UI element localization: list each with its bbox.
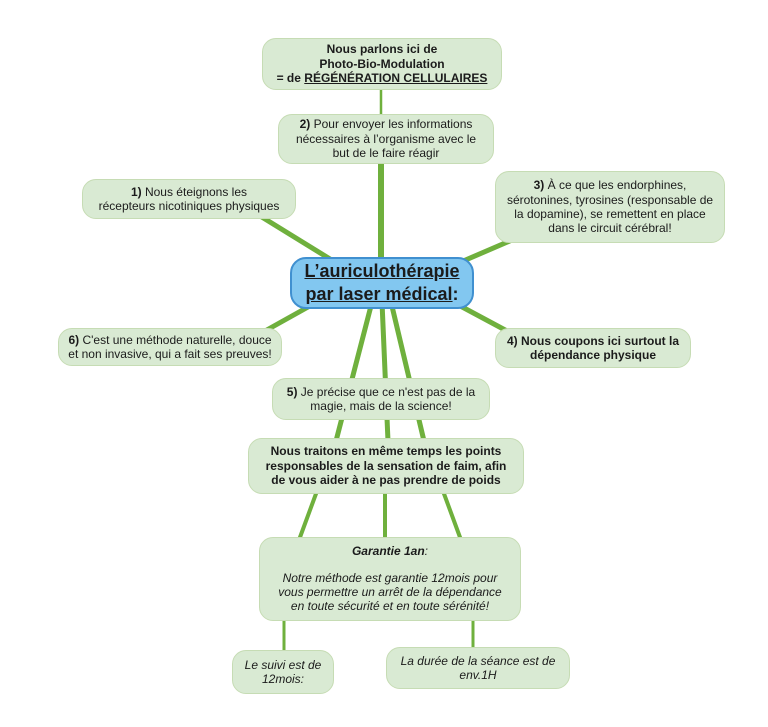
node-text-line: nécessaires à l’organisme avec le xyxy=(295,131,477,146)
mindmap-node-garantie: Garantie 1an: Notre méthode est garantie… xyxy=(259,537,521,621)
step-number: 3) xyxy=(533,178,545,193)
mindmap-node-step3: 3) À ce que les endorphines, sérotonines… xyxy=(495,171,725,243)
mindmap-node-step1: 1) Nous éteignons les récepteurs nicotin… xyxy=(82,179,296,219)
mindmap-node-suivi: Le suivi est de 12mois: xyxy=(232,650,334,694)
node-text-line: 5) Je précise que ce n'est pas de la xyxy=(287,385,475,399)
node-text-line: et non invasive, qui a fait ses preuves! xyxy=(68,347,272,361)
node-text-line: Nous parlons ici de xyxy=(326,42,438,57)
step-number: 1) xyxy=(130,184,142,199)
node-text-line: Photo-Bio-Modulation xyxy=(319,56,445,71)
step-text: C'est une méthode naturelle, douce xyxy=(79,332,272,347)
mindmap-node-step6: 6) C'est une méthode naturelle, douce et… xyxy=(58,328,282,366)
mindmap-node-step2: 2) Pour envoyer les informations nécessa… xyxy=(278,114,494,164)
central-topic: L’auriculothérapie par laser médical: xyxy=(290,257,474,309)
central-topic-line2-text: par laser médical xyxy=(305,284,453,304)
node-text-line: responsables de la sensation de faim, af… xyxy=(265,458,507,473)
mindmap-node-step5: 5) Je précise que ce n'est pas de la mag… xyxy=(272,378,490,420)
step-text: Pour envoyer les informations xyxy=(310,117,473,132)
node-text-line: la dopamine), se remettent en place xyxy=(514,207,706,221)
step-text: À ce que les endorphines, xyxy=(544,178,687,193)
node-text-line: Notre méthode est garantie 12mois pour xyxy=(282,570,498,585)
node-text-line: sérotonines, tyrosines (responsable de xyxy=(506,192,714,207)
central-topic-line1: L’auriculothérapie xyxy=(304,260,460,281)
node-text-line: 12mois: xyxy=(261,672,305,686)
connector-line-central-hunger-mid xyxy=(379,299,391,444)
node-text-line: La durée de la séance est de xyxy=(400,653,556,668)
intro-line3-underlined: RÉGÉNÉRATION CELLULAIRES xyxy=(304,71,488,86)
node-text-line: = de RÉGÉNÉRATION CELLULAIRES xyxy=(277,71,488,85)
central-topic-colon: : xyxy=(452,284,459,304)
node-text-line: de vous aider à ne pas prendre de poids xyxy=(271,473,501,488)
node-text-line: dépendance physique xyxy=(529,348,657,362)
node-text-line: env.1H xyxy=(459,668,497,682)
node-text-line: 6) C'est une méthode naturelle, douce xyxy=(68,333,271,347)
node-text-line: 4) Nous coupons ici surtout la xyxy=(507,334,679,348)
mindmap-node-step4: 4) Nous coupons ici surtout la dépendanc… xyxy=(495,328,691,368)
node-text-line: 2) Pour envoyer les informations xyxy=(300,117,473,131)
mindmap-node-hunger: Nous traitons en même temps les points r… xyxy=(248,438,524,494)
step-number: 4) xyxy=(506,333,518,348)
node-text-line: 1) Nous éteignons les xyxy=(131,185,247,199)
mindmap-node-intro: Nous parlons ici de Photo-Bio-Modulation… xyxy=(262,38,502,90)
step-number: 2) xyxy=(299,117,311,132)
node-text-line: but de le faire réagir xyxy=(332,146,440,161)
step-text: Je précise que ce n'est pas de la xyxy=(297,384,476,399)
garantie-title-text: Garantie 1an xyxy=(351,544,425,559)
node-text-line: Le suivi est de xyxy=(244,657,322,672)
step-number: 6) xyxy=(68,332,80,347)
garantie-title-colon: : xyxy=(424,544,429,559)
step-text: Nous éteignons les xyxy=(141,184,248,199)
garantie-title: Garantie 1an: xyxy=(352,544,428,558)
node-text-line: Nous traitons en même temps les points xyxy=(270,444,502,459)
node-text-line: magie, mais de la science! xyxy=(310,399,452,413)
connector-line-central-hunger-right xyxy=(388,299,427,444)
step-number: 5) xyxy=(286,384,298,399)
node-text-line: en toute sécurité et en toute sérénité! xyxy=(290,599,490,614)
node-text-line: récepteurs nicotiniques physiques xyxy=(98,199,280,213)
connector-line-central-hunger-left xyxy=(333,299,375,444)
node-text-line: 3) À ce que les endorphines, xyxy=(534,178,687,192)
intro-line3-prefix: = de xyxy=(276,71,305,86)
connector-line-hunger-garantie-right xyxy=(441,489,463,542)
central-topic-line2: par laser médical: xyxy=(305,283,458,306)
connector-line-hunger-garantie-left xyxy=(297,489,319,542)
node-text-line: vous permettre un arrêt de la dépendance xyxy=(278,585,502,599)
node-text-line: dans le circuit cérébral! xyxy=(548,221,672,236)
mindmap-node-duree: La durée de la séance est de env.1H xyxy=(386,647,570,689)
step-text: Nous coupons ici surtout la xyxy=(517,333,679,348)
